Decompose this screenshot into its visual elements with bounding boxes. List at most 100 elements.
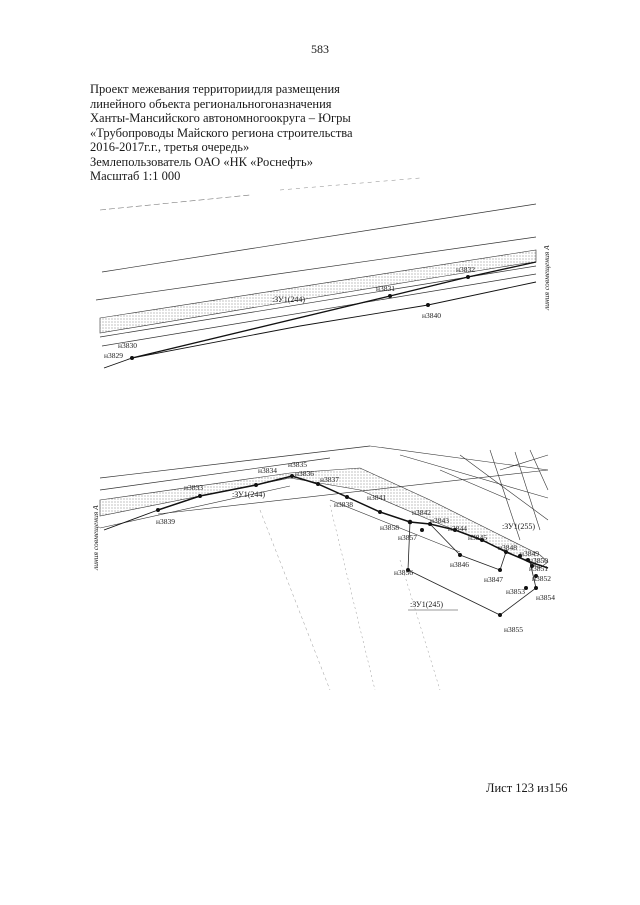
- point-label: н3843: [430, 516, 449, 525]
- point-label: н3849: [520, 549, 539, 558]
- point-label: н3838: [334, 500, 353, 509]
- header-line: Проект межевания территориидля размещени…: [90, 82, 340, 96]
- dashed-line: [279, 177, 421, 191]
- point-marker: [504, 550, 508, 554]
- point-label: н3832: [456, 265, 475, 274]
- parcel-boundary: [103, 509, 159, 531]
- point-marker: [480, 538, 484, 542]
- point-label: н3839: [156, 517, 175, 526]
- boundary-line: [369, 445, 549, 471]
- point-label: н3855: [504, 625, 523, 634]
- point-label: н3833: [184, 483, 203, 492]
- point-marker: [198, 494, 202, 498]
- parcel-label: :ЗУ1(245): [410, 600, 443, 609]
- point-label: н3830: [118, 341, 137, 350]
- point-marker: [526, 558, 530, 562]
- point-label: н3837: [320, 475, 339, 484]
- combination-line-label: линия совмещения А: [542, 245, 551, 311]
- boundary-line: [514, 451, 541, 531]
- bottom-plan: н3833 н3834 н3835 н3836 н3837 н3838 н383…: [91, 445, 555, 691]
- parcel-boundary: [131, 261, 537, 359]
- point-marker: [378, 510, 382, 514]
- boundary-line: [459, 454, 549, 521]
- point-label: н3829: [104, 351, 123, 360]
- point-label: н3846: [450, 560, 469, 569]
- point-label: н3841: [367, 493, 386, 502]
- header-line: 2016-2017г.г., третья очередь»: [90, 140, 250, 154]
- page-number: 583: [311, 42, 329, 56]
- boundary-line: [439, 469, 511, 501]
- point-label: н3848: [498, 543, 517, 552]
- corridor-band: [99, 249, 537, 334]
- boundary-line: [101, 203, 537, 273]
- header-line: Землепользователь ОАО «НК «Роснефть»: [90, 154, 313, 169]
- top-plan: н3829 н3830 н3831 н3832 н3840 :ЗУ1(244) …: [95, 177, 551, 369]
- point-label: н3836: [295, 469, 314, 478]
- point-label: н3842: [412, 508, 431, 517]
- header-line: Ханты-Мансийского автономногоокруга – Юг…: [90, 111, 351, 125]
- combination-line-label: линия совмещения А: [91, 505, 100, 571]
- point-marker: [466, 275, 470, 279]
- parcel-label: :ЗУ1(244): [232, 490, 265, 499]
- point-marker: [534, 574, 538, 578]
- point-label: н3858: [380, 523, 399, 532]
- point-label: н3850: [529, 556, 548, 565]
- point-marker: [458, 553, 462, 557]
- header-line: линейного объекта региональногоназначени…: [90, 96, 332, 111]
- boundary-line: [99, 445, 371, 479]
- point-marker: [428, 522, 432, 526]
- parcel-label: :ЗУ1(255): [502, 522, 535, 531]
- point-marker: [426, 303, 430, 307]
- dashed-line: [259, 509, 331, 691]
- point-marker: [156, 508, 160, 512]
- point-label: н3840: [422, 311, 441, 320]
- header-line: «Трубопроводы Майского региона строитель…: [90, 125, 353, 140]
- parcel-boundary: [103, 281, 537, 369]
- point-label: н3831: [376, 284, 395, 293]
- point-marker: [530, 564, 534, 568]
- point-label: н3851: [529, 564, 548, 573]
- point-marker: [534, 586, 538, 590]
- point-marker: [254, 483, 258, 487]
- point-label: н3847: [484, 575, 503, 584]
- point-label: н3853: [506, 587, 525, 596]
- point-label: н3845: [468, 533, 487, 542]
- point-marker: [498, 568, 502, 572]
- point-marker: [316, 482, 320, 486]
- document-header: Проект межевания территориидля размещени…: [90, 82, 390, 184]
- boundary-line: [99, 457, 331, 491]
- dashed-line: [329, 504, 376, 691]
- boundary-line: [399, 454, 549, 499]
- boundary-line: [329, 499, 461, 553]
- point-label: н3834: [258, 466, 277, 475]
- point-label: н3857: [398, 533, 417, 542]
- point-label: н3835: [288, 460, 307, 469]
- point-marker: [518, 554, 522, 558]
- point-marker: [498, 613, 502, 617]
- boundary-line: [101, 273, 537, 347]
- point-marker: [345, 495, 349, 499]
- dashed-line: [399, 559, 441, 691]
- point-marker: [453, 528, 457, 532]
- header-line: Масштаб 1:1 000: [90, 169, 181, 183]
- parcel-boundary: [157, 475, 549, 569]
- boundary-line: [157, 469, 549, 515]
- boundary-line: [489, 449, 521, 541]
- sheet-label: Лист 123 из156: [486, 781, 568, 795]
- boundary-line: [499, 454, 549, 471]
- point-marker: [524, 586, 528, 590]
- point-marker: [407, 519, 413, 525]
- point-label: н3852: [532, 574, 551, 583]
- point-marker: [290, 474, 294, 478]
- parcel-245-boundary: [429, 523, 507, 571]
- point-marker: [130, 356, 134, 360]
- dashed-line: [99, 194, 251, 211]
- boundary-line: [529, 449, 549, 491]
- boundary-line: [99, 485, 291, 529]
- point-marker: [406, 568, 410, 572]
- point-label: н3856: [394, 568, 413, 577]
- point-label: н3854: [536, 593, 555, 602]
- point-label: н3844: [448, 524, 467, 533]
- boundary-line: [95, 236, 537, 301]
